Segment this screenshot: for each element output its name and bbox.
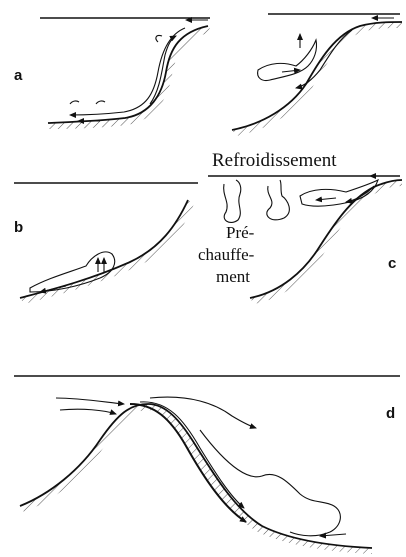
panel-d-flow-in-2 [60, 409, 116, 414]
label-preheating: Pré- chauffe- ment [198, 223, 255, 286]
panel-c-thermal-1 [224, 180, 241, 222]
panel-d-flow-in-1 [56, 398, 124, 404]
panel-b-letter: b [14, 219, 23, 236]
panel-a-ground-hatch [48, 26, 212, 129]
panel-a-flow-swirl [156, 35, 162, 42]
panel-c-thermal-2 [267, 180, 290, 220]
panel-c-letter: c [388, 255, 396, 272]
label-cooling: Refroidissement [212, 150, 337, 171]
panel-a: a [14, 18, 212, 129]
panel-a-right-plume [258, 40, 317, 81]
panel-a-flow-small-2 [96, 101, 105, 104]
panel-d: d [14, 376, 400, 554]
panel-b: b [14, 183, 198, 304]
panel-d-ground-hatch [20, 404, 372, 554]
panel-a-right [232, 14, 402, 136]
panel-a-right-flow-in [282, 70, 300, 72]
label-preheating-line1: Pré- [226, 223, 255, 242]
panel-a-right-ground-hatch [232, 22, 402, 136]
panel-c-flow-in [316, 198, 336, 200]
label-preheating-line2: chauffe- [198, 245, 255, 264]
panel-a-flow-small-1 [70, 101, 79, 104]
label-preheating-line3: ment [216, 267, 250, 286]
panel-d-letter: d [386, 405, 395, 422]
panel-a-letter: a [14, 67, 23, 84]
